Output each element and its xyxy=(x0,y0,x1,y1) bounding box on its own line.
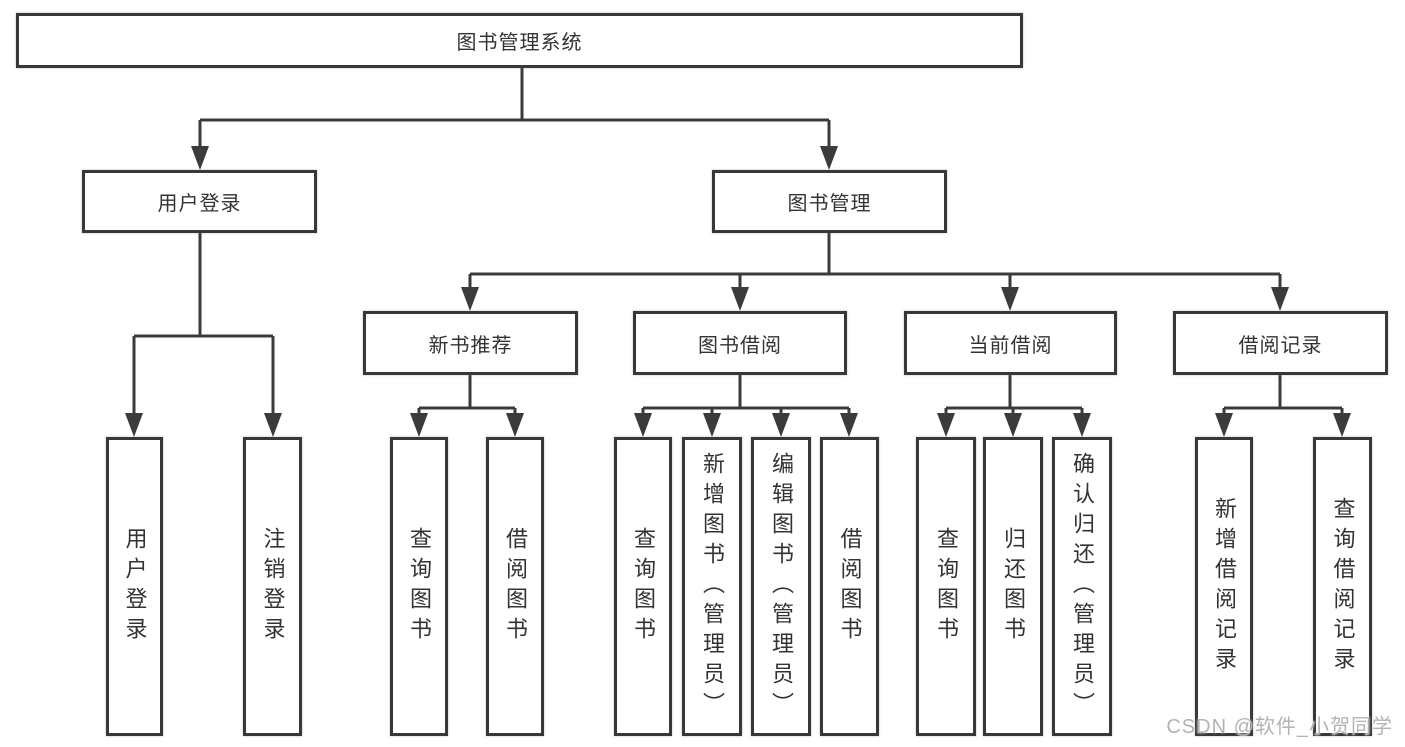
arrowhead-icon xyxy=(1073,413,1091,437)
watermark: CSDN @软件_小贺同学 xyxy=(1166,716,1393,738)
arrowhead-icon xyxy=(772,413,790,437)
node-book-mgmt-label: 图书管理 xyxy=(787,193,872,215)
node-current-borrow: 当前借阅 xyxy=(904,311,1117,375)
node-user-login: 用户登录 xyxy=(82,170,317,233)
node-current-borrow-label: 当前借阅 xyxy=(968,334,1053,357)
arrowhead-icon xyxy=(634,413,652,437)
node-leaf-cb-query-book: 查询图书 xyxy=(916,437,976,736)
node-root: 图书管理系统 xyxy=(16,13,1023,68)
node-book-borrow: 图书借阅 xyxy=(633,311,847,375)
arrowhead-icon xyxy=(1271,287,1289,311)
node-leaf-bb-add-book: 新增图书（管理员） xyxy=(682,437,742,736)
node-leaf-br-query-record: 查询借阅记录 xyxy=(1313,437,1372,736)
edge-root-to-level2 xyxy=(191,66,838,170)
node-leaf-bb-query-book-label: 查询图书 xyxy=(631,526,656,647)
node-leaf-nb-borrow-book: 借阅图书 xyxy=(486,437,544,736)
node-leaf-cb-query-book-label: 查询图书 xyxy=(934,526,959,647)
arrowhead-icon xyxy=(1333,413,1351,437)
node-leaf-cb-confirm-return-label: 确认归还（管理员） xyxy=(1070,451,1095,722)
arrowhead-icon xyxy=(264,413,282,437)
arrowhead-icon xyxy=(731,287,749,311)
node-leaf-bb-edit-book-label: 编辑图书（管理员） xyxy=(769,451,794,722)
edge-borrow-record-to-leaves xyxy=(1215,374,1351,437)
node-leaf-nb-query-book: 查询图书 xyxy=(390,437,448,736)
arrowhead-icon xyxy=(461,287,479,311)
arrowhead-icon xyxy=(191,146,209,170)
arrowhead-icon xyxy=(703,413,721,437)
node-book-borrow-label: 图书借阅 xyxy=(698,334,782,357)
node-leaf-br-add-record-label: 新增借阅记录 xyxy=(1212,496,1237,677)
arrowhead-icon xyxy=(820,146,838,170)
arrowhead-icon xyxy=(1004,413,1022,437)
node-leaf-br-add-record: 新增借阅记录 xyxy=(1195,437,1253,736)
node-borrow-record-label: 借阅记录 xyxy=(1238,334,1323,357)
arrowhead-icon xyxy=(1215,413,1233,437)
node-leaf-cb-return-book: 归还图书 xyxy=(983,437,1043,736)
edge-book-mgmt-to-level3 xyxy=(461,231,1289,311)
arrowhead-icon xyxy=(1001,287,1019,311)
node-leaf-cb-return-book-label: 归还图书 xyxy=(1001,526,1026,647)
node-leaf-nb-borrow-book-label: 借阅图书 xyxy=(503,526,528,647)
arrowhead-icon xyxy=(410,413,428,437)
node-leaf-bb-borrow-book: 借阅图书 xyxy=(820,437,879,736)
arrowhead-icon xyxy=(937,413,955,437)
node-leaf-logout: 注销登录 xyxy=(243,437,302,736)
node-book-mgmt: 图书管理 xyxy=(712,170,947,233)
arrowhead-icon xyxy=(125,413,143,437)
node-root-label: 图书管理系统 xyxy=(456,32,583,54)
node-new-book-label: 新书推荐 xyxy=(428,334,513,357)
edge-current-borrow-to-leaves xyxy=(937,374,1091,437)
node-leaf-bb-add-book-label: 新增图书（管理员） xyxy=(700,451,725,722)
node-leaf-br-query-record-label: 查询借阅记录 xyxy=(1330,496,1356,677)
node-leaf-bb-borrow-book-label: 借阅图书 xyxy=(837,526,863,647)
node-leaf-user-login: 用户登录 xyxy=(106,437,163,736)
arrowhead-icon xyxy=(840,413,858,437)
node-leaf-nb-query-book-label: 查询图书 xyxy=(407,526,432,647)
node-new-book: 新书推荐 xyxy=(363,311,578,375)
node-leaf-logout-label: 注销登录 xyxy=(260,526,286,647)
node-user-login-label: 用户登录 xyxy=(157,193,242,215)
edge-new-book-to-leaves xyxy=(410,374,524,437)
node-borrow-record: 借阅记录 xyxy=(1173,311,1388,375)
node-leaf-bb-edit-book: 编辑图书（管理员） xyxy=(751,437,811,736)
edge-user-login-to-leaves xyxy=(125,231,282,437)
arrowhead-icon xyxy=(506,413,524,437)
node-leaf-user-login-label: 用户登录 xyxy=(122,526,148,647)
node-leaf-cb-confirm-return: 确认归还（管理员） xyxy=(1052,437,1112,736)
edge-book-borrow-to-leaves xyxy=(634,374,858,437)
node-leaf-bb-query-book: 查询图书 xyxy=(614,437,672,736)
